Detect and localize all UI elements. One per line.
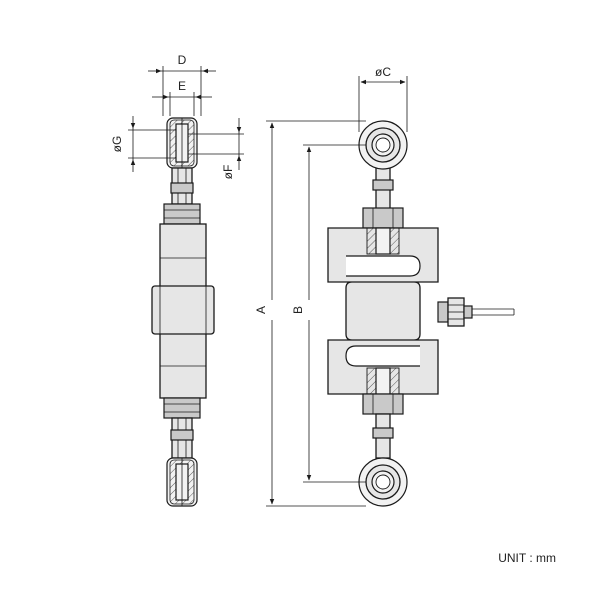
side-body [151, 223, 215, 399]
front-top-eye [358, 120, 408, 211]
front-view: øC A B [254, 65, 515, 507]
dim-label-B: B [291, 306, 305, 314]
dim-A: A [254, 120, 366, 507]
dim-C: øC [358, 65, 408, 132]
dim-D: D [148, 53, 216, 116]
side-top-rod-end [166, 117, 198, 205]
side-top-nut [163, 203, 201, 225]
dim-label-C: øC [375, 65, 391, 79]
dim-F: øF [188, 118, 244, 179]
dim-G: øG [110, 116, 176, 172]
front-s-body [327, 227, 439, 395]
dim-B: B [291, 144, 366, 483]
front-cable-gland [437, 297, 515, 327]
unit-label: UNIT : mm [498, 551, 556, 565]
side-bottom-rod-end [166, 417, 198, 507]
front-top-nut [362, 207, 404, 229]
side-view: D E øG øF [110, 53, 244, 507]
dim-label-D: D [178, 53, 187, 67]
side-bottom-nut [163, 397, 201, 419]
dim-E: E [152, 79, 212, 116]
dim-label-A: A [254, 306, 268, 314]
front-bottom-eye [358, 413, 408, 507]
dim-label-E: E [178, 79, 186, 93]
dim-label-F: øF [221, 165, 235, 180]
dim-label-G: øG [110, 136, 124, 153]
front-bottom-nut [362, 393, 404, 415]
